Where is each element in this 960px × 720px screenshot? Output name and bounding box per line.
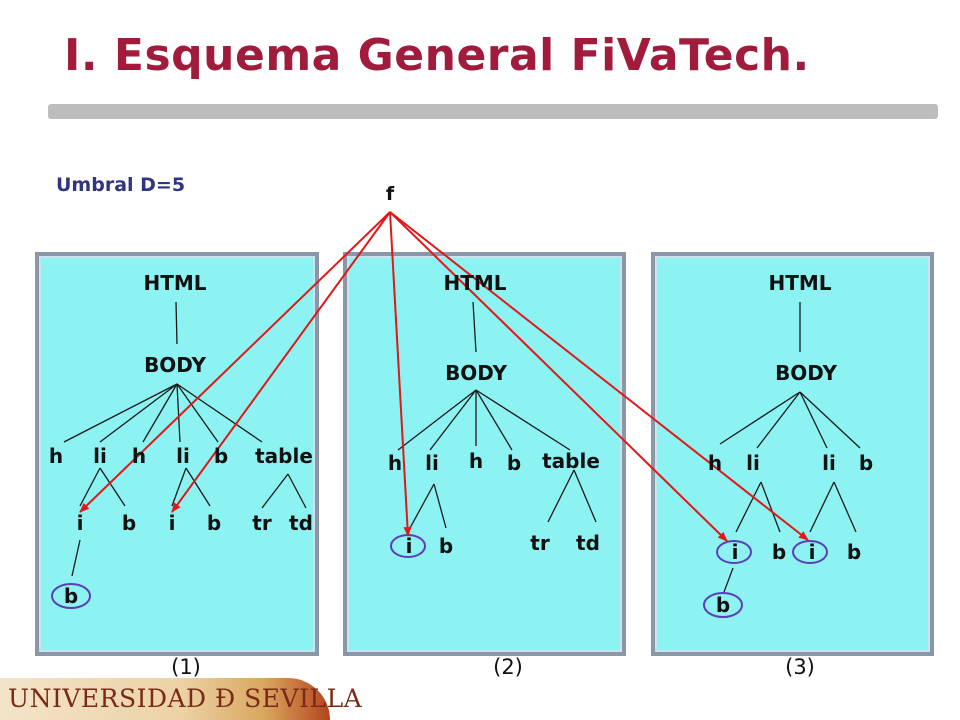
node-label: b bbox=[772, 540, 786, 564]
node-label: b bbox=[847, 540, 861, 564]
node-label: i bbox=[77, 511, 84, 535]
node-label: BODY bbox=[445, 361, 507, 385]
tree-caption-2: (2) bbox=[493, 655, 523, 679]
arrow-f-to-tree1-i bbox=[79, 211, 391, 513]
node-label: h bbox=[49, 444, 63, 468]
node-label: i bbox=[169, 511, 176, 535]
tree-panel-1 bbox=[35, 252, 319, 656]
slide-title: I. Esquema General FiVaTech. bbox=[64, 30, 810, 81]
edge bbox=[409, 483, 435, 529]
edge bbox=[719, 391, 801, 445]
highlight-ring bbox=[716, 540, 752, 564]
node-label: HTML bbox=[143, 271, 206, 295]
node-label: tr bbox=[530, 531, 550, 555]
edge bbox=[185, 467, 211, 507]
node-label: h bbox=[469, 449, 483, 473]
arrow-f-to-tree1-i bbox=[171, 211, 391, 513]
tree-panel-2 bbox=[343, 252, 626, 656]
node-label: i bbox=[406, 534, 413, 558]
node-label: li bbox=[746, 451, 760, 475]
node-label: b bbox=[507, 451, 521, 475]
node-label: h bbox=[388, 451, 402, 475]
edge bbox=[833, 481, 857, 533]
edge bbox=[760, 481, 781, 533]
threshold-label: Umbral D=5 bbox=[56, 174, 186, 196]
institution-logo-band bbox=[0, 678, 330, 720]
function-label: f bbox=[386, 183, 395, 205]
edge bbox=[735, 481, 762, 533]
edge bbox=[433, 483, 447, 529]
edge bbox=[475, 389, 513, 451]
highlight-ring bbox=[792, 540, 828, 564]
tree-1-edges bbox=[63, 301, 307, 577]
tree-2-labels: HTML BODY h li h b table i b tr td bbox=[388, 271, 600, 558]
tree-1-labels: HTML BODY h li h li b table i b i b tr t… bbox=[49, 271, 313, 608]
arrow-f-to-tree3-i bbox=[389, 211, 728, 542]
node-label: b bbox=[122, 511, 136, 535]
node-label: li bbox=[176, 444, 190, 468]
node-label: table bbox=[542, 449, 600, 473]
edge bbox=[99, 383, 178, 443]
node-label: BODY bbox=[775, 361, 837, 385]
tree-3-labels: HTML BODY h li li b i b i b b bbox=[708, 271, 873, 617]
node-label: h bbox=[132, 444, 146, 468]
edge bbox=[79, 467, 101, 507]
node-label: li bbox=[93, 444, 107, 468]
edge bbox=[175, 301, 178, 345]
edge bbox=[756, 391, 801, 449]
node-label: b bbox=[716, 593, 730, 617]
node-label: HTML bbox=[768, 271, 831, 295]
node-label: i bbox=[732, 540, 739, 564]
edge bbox=[809, 481, 835, 533]
node-label: tr bbox=[252, 511, 272, 535]
edge bbox=[547, 469, 575, 523]
edge bbox=[142, 383, 178, 443]
arrow-f-to-tree3-i bbox=[389, 211, 809, 541]
edge bbox=[176, 383, 219, 443]
edge bbox=[475, 389, 571, 451]
node-label: table bbox=[255, 444, 313, 468]
node-label: b bbox=[439, 534, 453, 558]
node-label: li bbox=[425, 451, 439, 475]
tree-caption-3: (3) bbox=[785, 655, 815, 679]
edge bbox=[63, 383, 178, 443]
edge bbox=[71, 539, 81, 577]
tree-caption-1: (1) bbox=[171, 655, 201, 679]
arrow-f-to-tree2-i bbox=[389, 211, 412, 537]
node-label: b bbox=[207, 511, 221, 535]
tree-3-edges bbox=[719, 302, 861, 593]
edge bbox=[573, 469, 597, 523]
title-divider-bar bbox=[48, 104, 938, 119]
node-label: h bbox=[708, 451, 722, 475]
node-label: i bbox=[809, 540, 816, 564]
node-label: HTML bbox=[443, 271, 506, 295]
highlight-ring bbox=[51, 583, 91, 609]
node-label: b bbox=[214, 444, 228, 468]
edge bbox=[99, 467, 126, 507]
institution-logo-text: UNIVERSIDAD Đ SEVILLA bbox=[8, 684, 363, 713]
function-arrows bbox=[79, 211, 809, 542]
edge bbox=[799, 391, 861, 449]
node-label: li bbox=[822, 451, 836, 475]
node-label: b bbox=[859, 451, 873, 475]
edge bbox=[723, 567, 734, 593]
edge bbox=[176, 383, 181, 443]
edge bbox=[171, 467, 187, 507]
edge bbox=[287, 473, 307, 509]
node-label: b bbox=[64, 584, 78, 608]
edge bbox=[429, 389, 477, 451]
tree-2-edges bbox=[397, 301, 597, 529]
edge bbox=[799, 391, 828, 449]
tree-captions: (1) (2) (3) bbox=[171, 655, 815, 679]
edge bbox=[176, 383, 263, 443]
node-label: td bbox=[576, 531, 600, 555]
edge bbox=[397, 389, 477, 451]
edge bbox=[261, 473, 289, 509]
node-label: td bbox=[289, 511, 313, 535]
highlight-ring bbox=[703, 592, 743, 618]
node-label: BODY bbox=[144, 353, 206, 377]
edge bbox=[472, 301, 477, 353]
